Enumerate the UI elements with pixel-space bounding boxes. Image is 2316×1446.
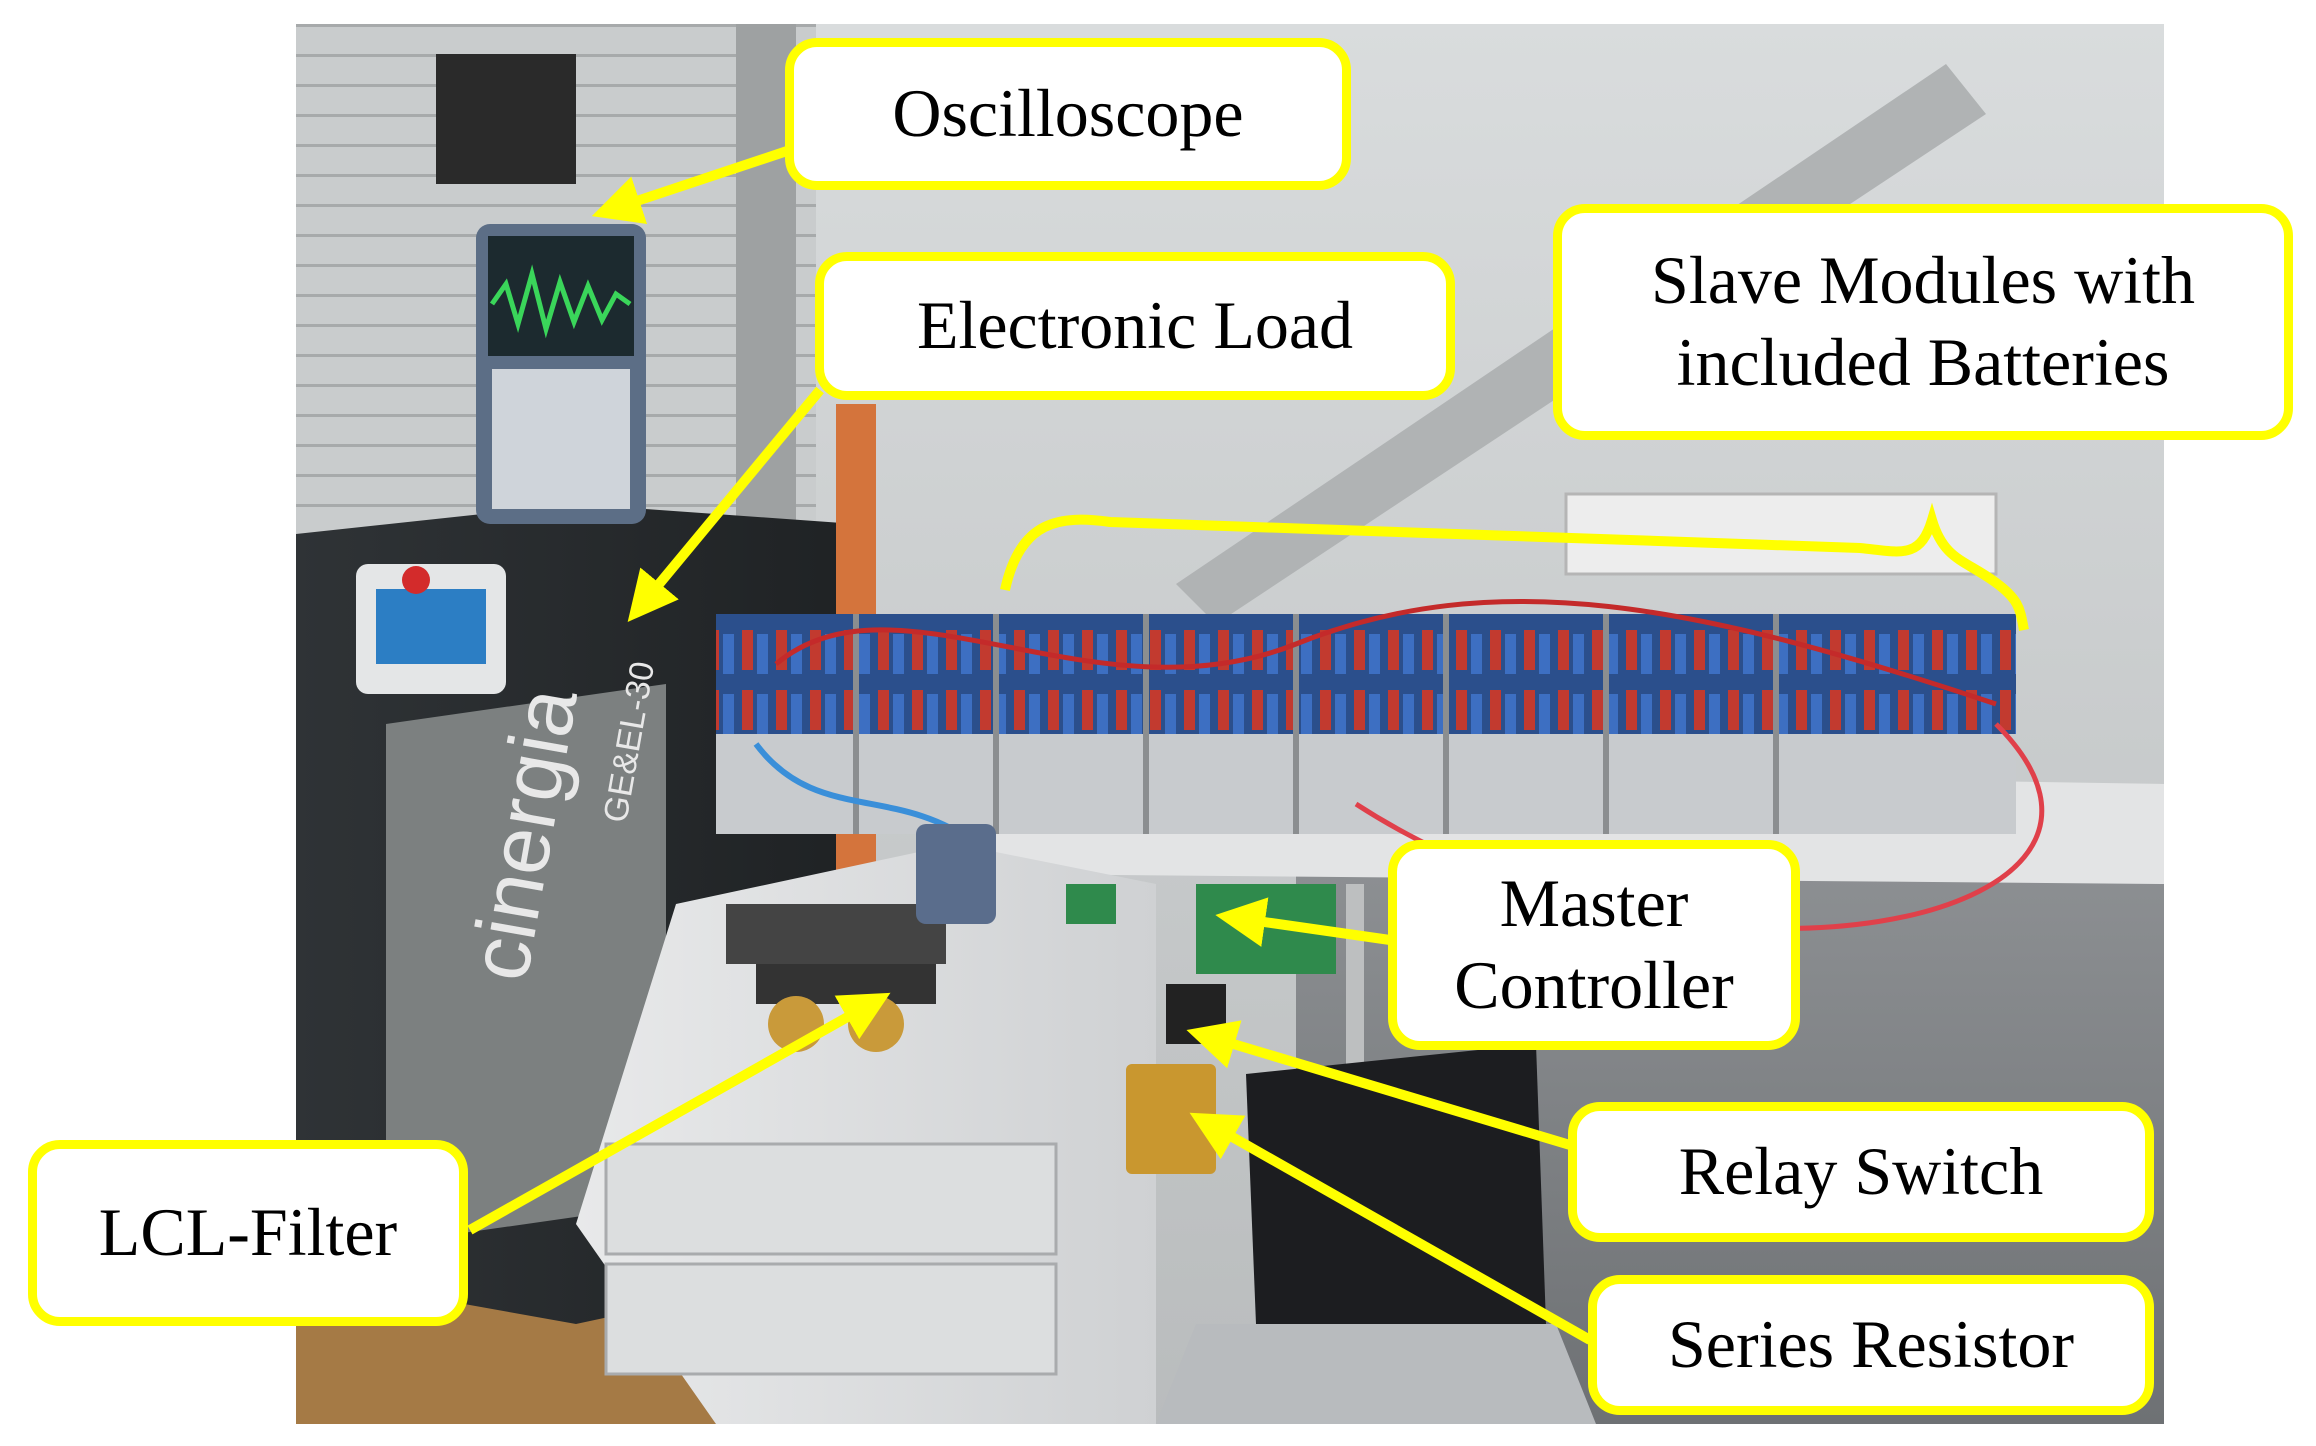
electronic-load-label: Electronic Load [815, 252, 1455, 400]
relay-switch-label: Relay Switch [1568, 1102, 2154, 1242]
lcl-filter-label-text: LCL-Filter [98, 1194, 398, 1271]
slave-modules-label-text: Slave Modules with included Batteries [1651, 242, 2195, 400]
oscilloscope-label: Oscilloscope [785, 38, 1351, 190]
series-resistor-label-text: Series Resistor [1667, 1306, 2075, 1383]
series-resistor-label: Series Resistor [1588, 1275, 2154, 1415]
master-controller-label: Master Controller [1388, 840, 1800, 1050]
lcl-filter-label: LCL-Filter [28, 1140, 468, 1326]
oscilloscope-label-text: Oscilloscope [892, 75, 1244, 152]
slave-modules-label: Slave Modules with included Batteries [1553, 204, 2293, 440]
master-controller-label-text: Master Controller [1454, 865, 1734, 1023]
electronic-load-label-text: Electronic Load [916, 287, 1354, 364]
relay-switch-label-text: Relay Switch [1678, 1133, 2044, 1210]
